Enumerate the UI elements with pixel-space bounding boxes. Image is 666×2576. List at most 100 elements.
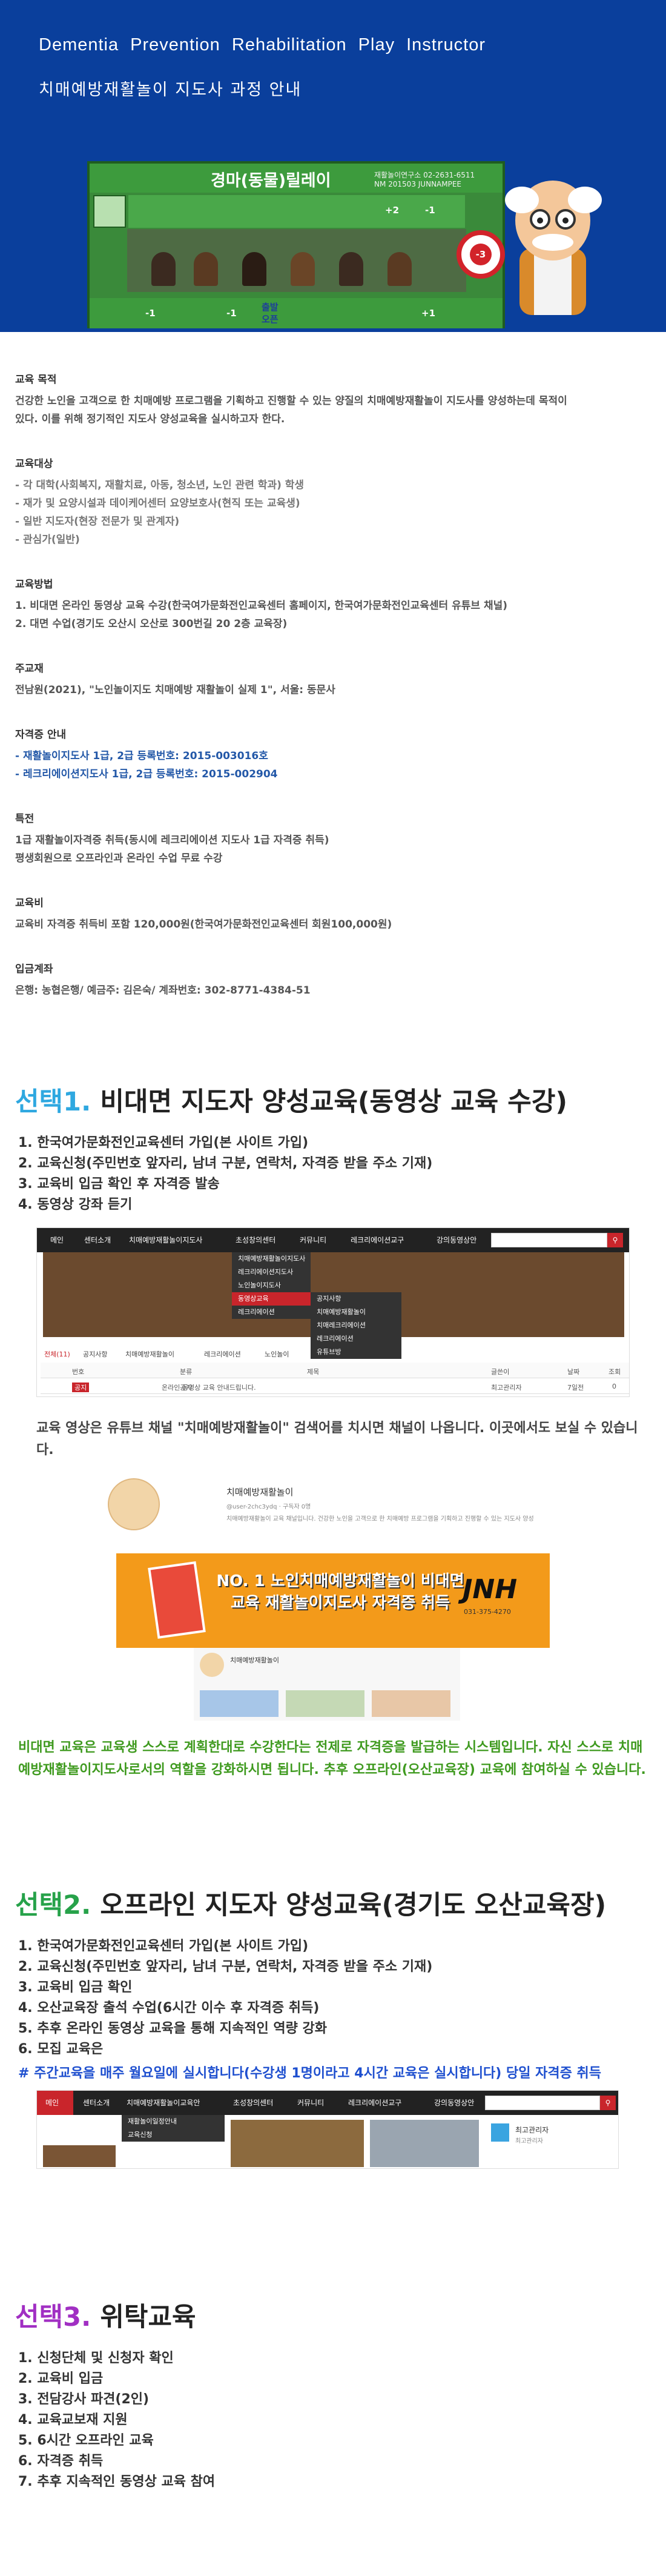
- section1-title-text: 비대면 지도자 양성교육(동영상 교육 수강): [91, 1087, 568, 1117]
- info-heading: 교육 목적: [15, 374, 57, 386]
- board-top-row: [128, 195, 465, 228]
- section3-title: 선택3. 위탁교육: [15, 2296, 196, 2334]
- mock-cell: 7일전: [567, 1384, 584, 1392]
- info-line: 평생회원으로 오프라인과 온라인 수업 무료 수강: [15, 852, 223, 865]
- course-info: 교육 목적 건강한 노인을 고객으로 한 치매예방 프로그램을 기획하고 진행할…: [15, 371, 651, 1026]
- info-target: 교육대상 - 각 대학(사회복지, 재활치료, 아동, 청소년, 노인 관련 학…: [15, 455, 651, 549]
- mock-cell: 0: [612, 1383, 616, 1390]
- info-benefit: 특전 1급 재활놀이자격증 취득(동시에 레크리에이션 지도사 1급 자격증 취…: [15, 810, 651, 868]
- board-header: [90, 164, 503, 193]
- book-cover-icon: [148, 1561, 206, 1639]
- step-item: 2. 교육비 입금: [18, 2371, 104, 2386]
- board-info-line1: 재활놀이연구소 02-2631-6511: [374, 171, 475, 179]
- search-icon: ⚲: [607, 1233, 623, 1247]
- site-nav-screenshot-1: 메인 센터소개 치매예방재활놀이지도사 초성창의센터 커뮤니티 레크리에이션교구…: [36, 1227, 630, 1397]
- info-fee: 교육비 교육비 자격증 취득비 포함 120,000원(한국여가문화전인교육센터…: [15, 894, 651, 934]
- step-item: 1. 신청단체 및 신청자 확인: [18, 2351, 174, 2366]
- info-line: 1급 재활놀이자격증 취득(동시에 레크리에이션 지도사 1급 자격증 취득): [15, 834, 329, 846]
- professor-mascot-icon: [505, 181, 602, 315]
- step-item: 5. 6시간 오프라인 교육: [18, 2433, 154, 2448]
- channel-description: 치매예방재활놀이 교육 채널입니다. 건강한 노인을 고객으로 한 치매예방 프…: [226, 1516, 534, 1522]
- section3-title-text: 위탁교육: [91, 2302, 196, 2332]
- mock-col-head: 글쓴이: [491, 1368, 510, 1376]
- mock-dropdown-item: 레크리에이션: [238, 1308, 275, 1316]
- race-track-photo: [127, 229, 466, 292]
- mock-submenu-item: 유튜브방: [317, 1348, 341, 1356]
- mock-nav-item: 치매예방재활놀이지도사: [129, 1236, 203, 1244]
- mock-nav-item: 초성창의센터: [233, 2099, 274, 2107]
- step-item: 4. 동영상 강좌 듣기: [18, 1197, 133, 1212]
- info-heading: 자격증 안내: [15, 729, 67, 741]
- profile-icon: [491, 2123, 509, 2142]
- step-item: 1. 한국여가문화전인교육센터 가입(본 사이트 가입): [18, 1135, 309, 1150]
- info-heading: 입금계좌: [15, 963, 53, 975]
- board-info: 재활놀이연구소 02-2631-6511 NM 201503 JUNNAMPEE: [374, 171, 475, 189]
- profile-name: 최고관리자: [515, 2126, 549, 2134]
- info-license: 자격증 안내 - 재활놀이지도사 1급, 2급 등록번호: 2015-00301…: [15, 726, 651, 783]
- cell-top-2: -1: [425, 205, 435, 216]
- mock-nav-item: 치매예방재활놀이교육안: [127, 2099, 200, 2107]
- horse-icon: [339, 252, 363, 286]
- info-line: 건강한 노인을 고객으로 한 치매예방 프로그램을 기획하고 진행할 수 있는 …: [15, 395, 567, 407]
- cell-bottom-4: +1: [421, 308, 436, 319]
- channel-name: 치매예방재활놀이: [226, 1487, 294, 1498]
- mock-col-head: 제목: [307, 1368, 320, 1376]
- info-line: - 관심가(일반): [15, 534, 80, 546]
- mock-cell: 공지: [180, 1384, 193, 1392]
- game-board-image: 경마(동물)릴레이 재활놀이연구소 02-2631-6511 NM 201503…: [87, 161, 505, 328]
- video-thumbnail: [372, 1690, 450, 1717]
- info-heading: 교육비: [15, 897, 44, 909]
- mock-table-row: 공지 공지 온라인 동영상 교육 안내드립니다. 최고관리자 7일전 0: [41, 1378, 629, 1394]
- search-icon: ⚲: [600, 2096, 616, 2110]
- info-textbook: 주교재 전남원(2021), "노인놀이지도 치매예방 재활놀이 실제 1", …: [15, 660, 651, 699]
- step-item: 3. 전담강사 파견(2인): [18, 2392, 150, 2407]
- mock-dropdown-item: 노인놀이지도사: [238, 1281, 281, 1289]
- youtube-note: 교육 영상은 유튜브 채널 "치매예방재활놀이" 검색어를 치시면 채널이 나옵…: [36, 1421, 638, 1458]
- mock-table-header: 번호 분류 제목 글쓴이 날짜 조회: [41, 1363, 629, 1378]
- mock-nav-item: 커뮤니티: [300, 1236, 327, 1244]
- mock-cell-title: 온라인 동영상 교육 안내드립니다.: [162, 1384, 256, 1392]
- board-info-line2: NM 201503 JUNNAMPEE: [374, 180, 462, 188]
- mock-submenu: 공지사항 치매예방재활놀이 치매레크리에이션 레크리에이션 유튜브방: [311, 1292, 401, 1359]
- mock-nav-item: 강의동영상안: [437, 1236, 477, 1244]
- mock-dropdown-item: 교육신청: [128, 2131, 153, 2139]
- section3-steps: 1. 신청단체 및 신청자 확인 2. 교육비 입금 3. 전담강사 파견(2인…: [18, 2348, 654, 2492]
- mock-tab: 레크리에이션: [204, 1350, 241, 1358]
- step-item: 7. 추후 지속적인 동영상 교육 참여: [18, 2474, 216, 2489]
- channel-name-small: 치매예방재활놀이: [230, 1656, 279, 1664]
- cell-bottom-start: 출발: [262, 302, 279, 313]
- mock-dropdown-item: 치매예방재활놀이지도사: [238, 1255, 306, 1263]
- mock-nav-item: 센터소개: [84, 1236, 111, 1244]
- mock-dropdown-menu: 치매예방재활놀이지도사 레크리에이션지도사 노인놀이지도사 동영상교육 레크리에…: [232, 1252, 311, 1319]
- mock-tab: 치매예방재활놀이: [125, 1350, 174, 1358]
- mock-submenu-item: 레크리에이션: [317, 1335, 354, 1343]
- mock-search-input: [485, 2096, 600, 2110]
- info-account: 입금계좌 은행: 농협은행/ 예금주: 김은숙/ 계좌번호: 302-8771-…: [15, 960, 651, 1000]
- mock-board-tabs: 전체(11) 공지사항 치매예방재활놀이 레크리에이션 노인놀이: [41, 1347, 627, 1360]
- info-line: 교육비 자격증 취득비 포함 120,000원(한국여가문화전인교육센터 회원1…: [15, 918, 392, 931]
- mock-photo: [370, 2120, 479, 2167]
- info-line: 1. 비대면 온라인 동영상 교육 수강(한국여가문화전인교육센터 홈페이지, …: [15, 600, 507, 612]
- info-line: - 재활놀이지도사 1급, 2급 등록번호: 2015-003016호: [15, 750, 268, 762]
- online-education-note: 비대면 교육은 교육생 스스로 계획한대로 수강한다는 전제로 자격증을 발급하…: [18, 1740, 646, 1778]
- horse-icon: [151, 252, 176, 286]
- step-item: 6. 모집 교육은: [18, 2042, 104, 2057]
- mock-nav-item: 메인: [45, 2099, 59, 2107]
- mock-col-head: 분류: [180, 1368, 193, 1376]
- step-item: 1. 한국여가문화전인교육센터 가입(본 사이트 가입): [18, 1939, 309, 1954]
- site-nav-screenshot-2: 메인 센터소개 치매예방재활놀이교육안 초성창의센터 커뮤니티 레크리에이션교구…: [36, 2090, 619, 2169]
- horse-icon: [387, 252, 412, 286]
- step-item: 4. 교육교보재 지원: [18, 2412, 128, 2428]
- mock-nav-item: 커뮤니티: [297, 2099, 325, 2107]
- section1-title: 선택1. 비대면 지도자 양성교육(동영상 교육 수강): [15, 1081, 567, 1118]
- banner-text: NO. 1 노인치매예방재활놀이 비대면 교육 재활놀이지도사 자격증 취득: [216, 1572, 464, 1612]
- info-line: - 일반 지도자(현장 전문가 및 관계자): [15, 516, 180, 528]
- info-heading: 특전: [15, 813, 35, 825]
- horse-icon: [194, 252, 218, 286]
- channel-avatar-small: [200, 1653, 224, 1677]
- board-bottom-row: [90, 298, 503, 328]
- mock-tab: 노인놀이: [265, 1350, 289, 1358]
- mock-col-head: 조회: [608, 1368, 621, 1376]
- mock-dropdown-menu: 재활놀이일정안내 교육신청: [122, 2115, 225, 2142]
- mock-nav-item: 메인: [50, 1236, 64, 1244]
